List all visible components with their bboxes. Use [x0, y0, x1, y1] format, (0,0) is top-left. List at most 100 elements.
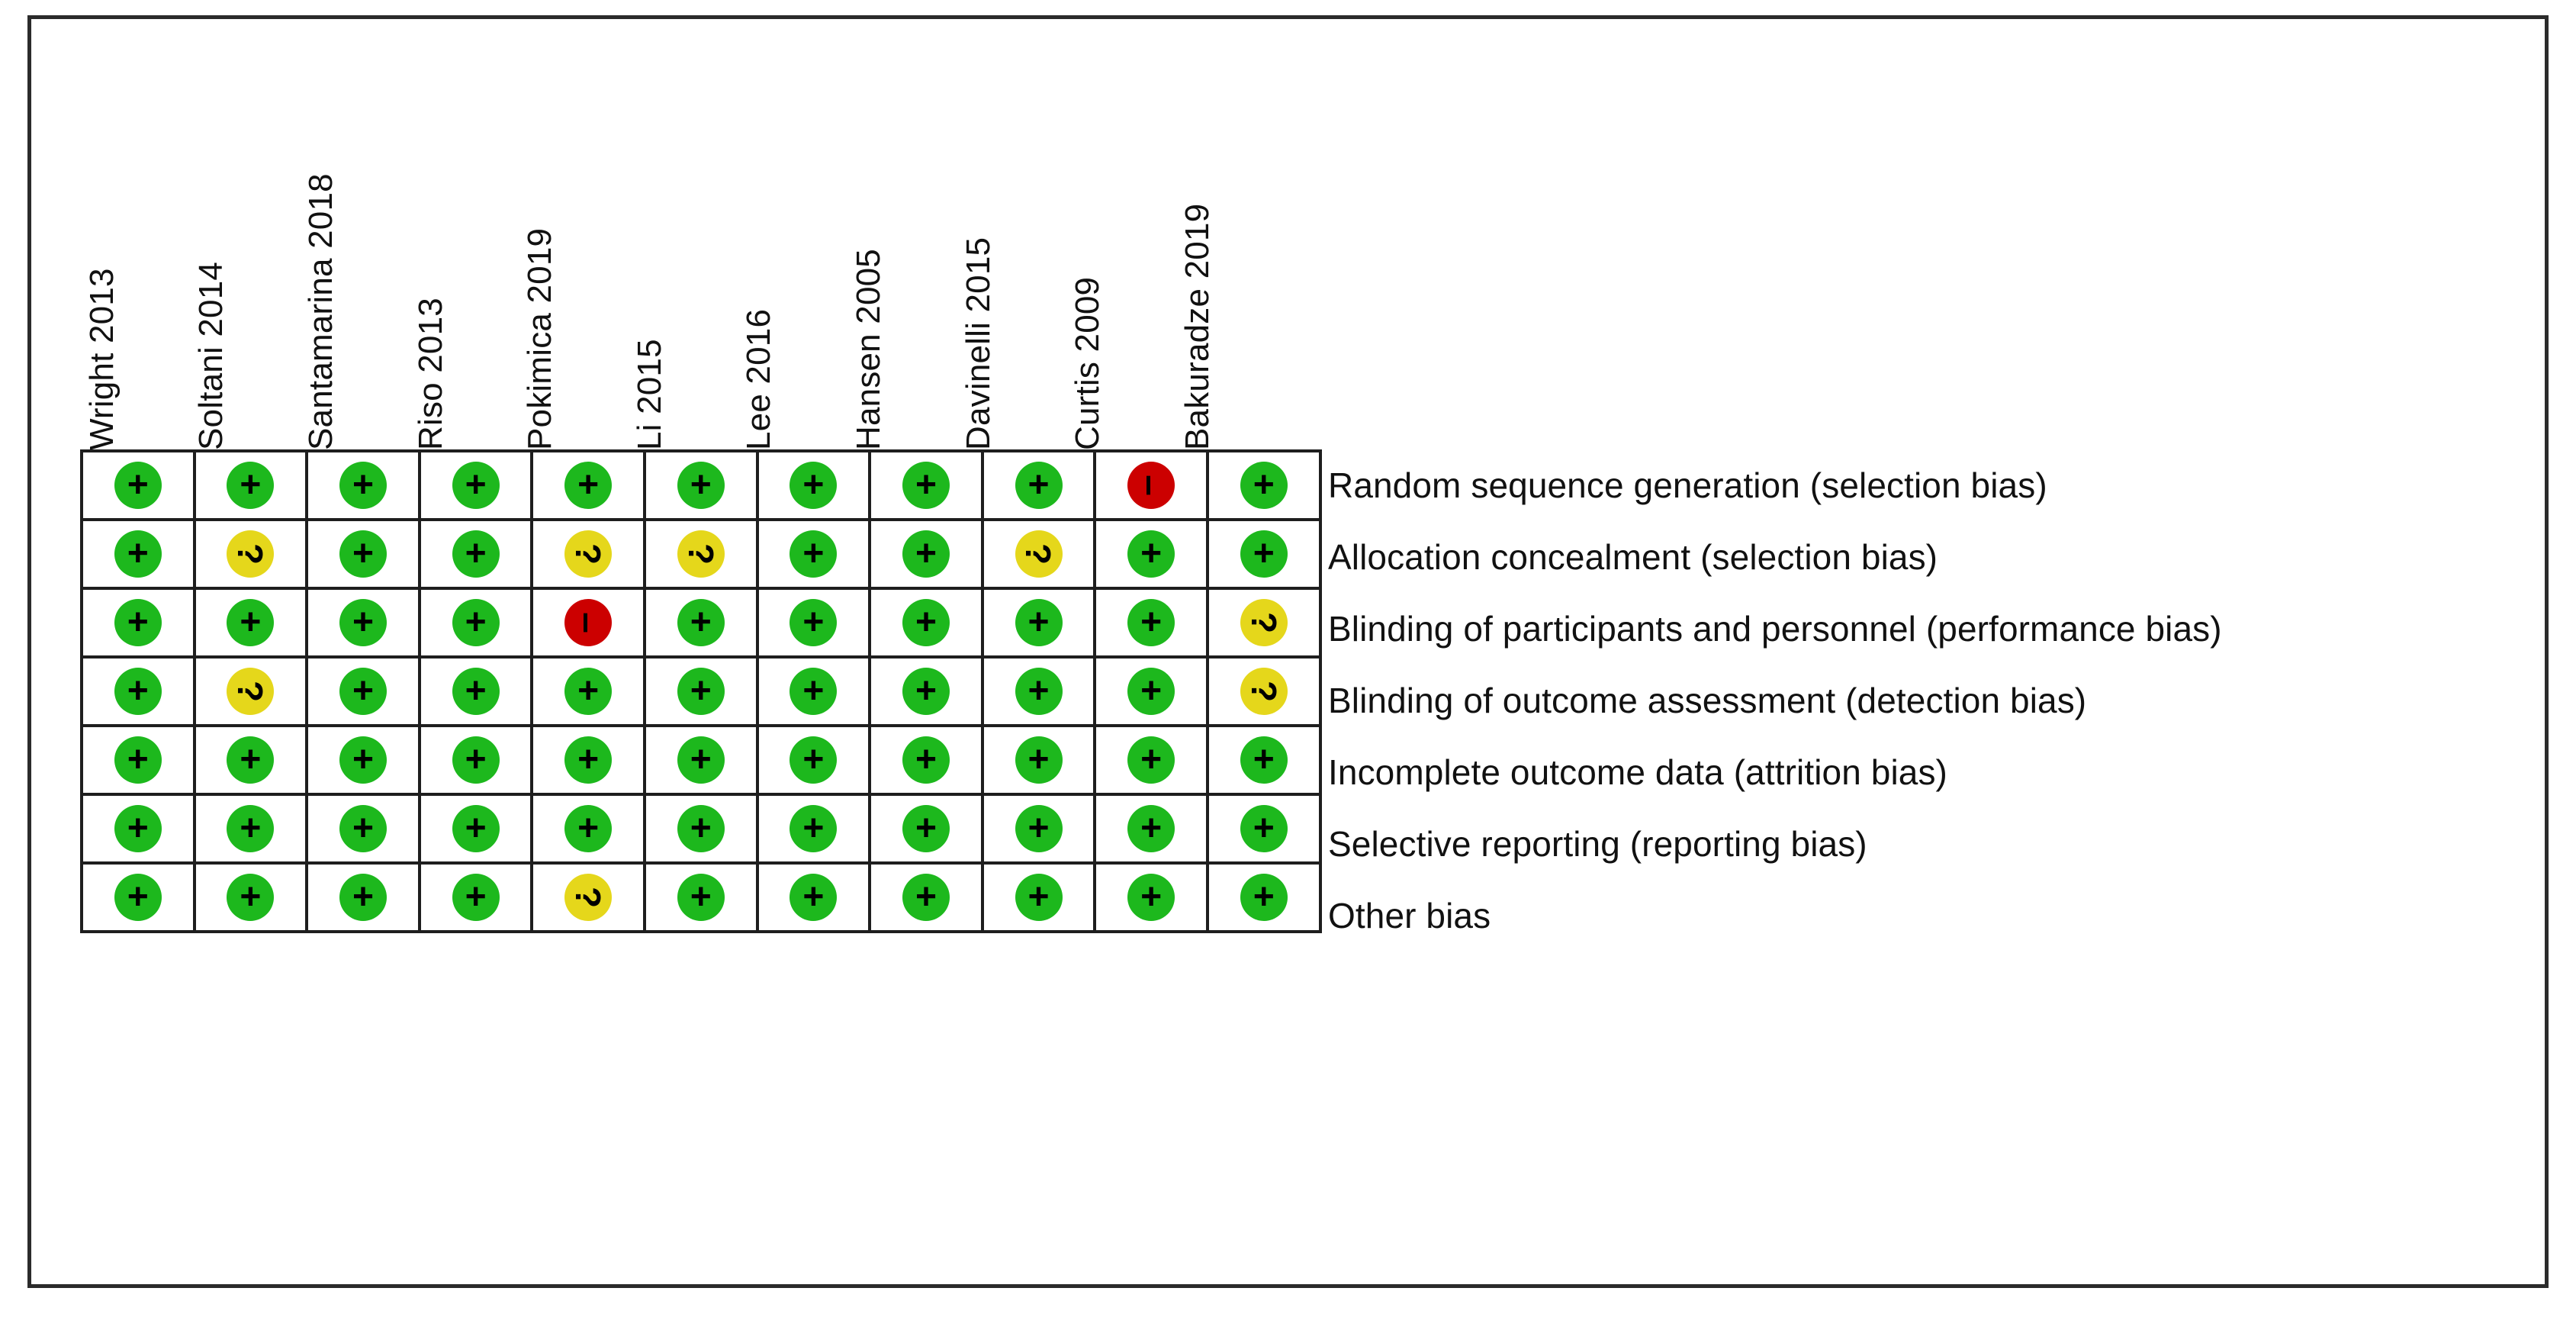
judgement-cell[interactable]: +: [192, 861, 309, 933]
judgement-cell[interactable]: +: [80, 793, 196, 865]
judgement-cell[interactable]: +: [417, 793, 534, 865]
judgement-low-icon: +: [902, 668, 950, 715]
judgement-cell[interactable]: +: [642, 587, 759, 658]
judgement-cell[interactable]: +: [755, 518, 872, 590]
judgement-cell[interactable]: ?: [530, 861, 646, 933]
judgement-cell[interactable]: +: [868, 861, 984, 933]
judgement-cell[interactable]: +: [868, 587, 984, 658]
judgement-glyph: +: [802, 533, 825, 574]
judgement-cell[interactable]: +: [1205, 724, 1322, 796]
judgement-cell[interactable]: +: [80, 655, 196, 727]
judgement-cell[interactable]: +: [868, 655, 984, 727]
judgement-low-icon: +: [677, 736, 725, 784]
judgement-unclear-icon: ?: [1015, 530, 1063, 578]
judgement-cell[interactable]: +: [305, 449, 421, 521]
judgement-cell[interactable]: ?: [192, 518, 309, 590]
judgement-cell[interactable]: +: [642, 449, 759, 521]
judgement-cell[interactable]: –: [1093, 449, 1209, 521]
judgement-low-icon: +: [1127, 668, 1175, 715]
judgement-cell[interactable]: +: [530, 724, 646, 796]
judgement-cell[interactable]: +: [1093, 655, 1209, 727]
judgement-cell[interactable]: +: [530, 793, 646, 865]
judgement-cell[interactable]: +: [755, 861, 872, 933]
judgement-cell[interactable]: +: [417, 724, 534, 796]
judgement-cell[interactable]: +: [192, 724, 309, 796]
judgement-cell[interactable]: +: [755, 793, 872, 865]
study-header-cell: Hansen 2005: [847, 27, 957, 450]
judgement-cell[interactable]: +: [530, 655, 646, 727]
judgement-cell[interactable]: +: [305, 793, 421, 865]
judgement-low-icon: +: [1015, 874, 1063, 921]
judgement-cell[interactable]: +: [980, 861, 1097, 933]
judgement-cell[interactable]: +: [755, 655, 872, 727]
judgement-unclear-icon: ?: [677, 530, 725, 578]
judgement-cell[interactable]: +: [642, 861, 759, 933]
judgement-cell[interactable]: +: [1205, 861, 1322, 933]
judgement-cell[interactable]: +: [417, 655, 534, 727]
judgement-cell[interactable]: +: [192, 587, 309, 658]
judgement-cell[interactable]: +: [417, 518, 534, 590]
judgement-cell[interactable]: +: [80, 724, 196, 796]
judgement-cell[interactable]: +: [642, 655, 759, 727]
judgement-cell[interactable]: +: [755, 449, 872, 521]
judgement-cell[interactable]: +: [80, 518, 196, 590]
judgement-cell[interactable]: ?: [530, 518, 646, 590]
judgement-cell[interactable]: +: [980, 724, 1097, 796]
judgement-cell[interactable]: +: [192, 793, 309, 865]
judgement-cell[interactable]: +: [305, 518, 421, 590]
judgement-cell[interactable]: +: [417, 449, 534, 521]
judgement-low-icon: +: [902, 599, 950, 646]
judgement-glyph: +: [690, 465, 712, 505]
judgement-cell[interactable]: ?: [1205, 655, 1322, 727]
judgement-cell[interactable]: +: [980, 449, 1097, 521]
judgement-glyph: +: [127, 808, 149, 848]
judgement-cell[interactable]: +: [305, 724, 421, 796]
judgement-cell[interactable]: +: [868, 793, 984, 865]
judgement-cell[interactable]: +: [1093, 587, 1209, 658]
judgement-cell[interactable]: +: [1205, 449, 1322, 521]
judgement-cell[interactable]: +: [192, 449, 309, 521]
judgement-cell[interactable]: +: [80, 587, 196, 658]
judgement-cell[interactable]: +: [755, 587, 872, 658]
judgement-cell[interactable]: ?: [1205, 587, 1322, 658]
judgement-cell[interactable]: ?: [642, 518, 759, 590]
judgement-cell[interactable]: ?: [980, 518, 1097, 590]
judgement-cell[interactable]: +: [868, 449, 984, 521]
judgement-glyph: +: [240, 877, 262, 917]
judgement-cell[interactable]: +: [80, 449, 196, 521]
judgement-cell[interactable]: +: [642, 793, 759, 865]
judgement-cell[interactable]: ?: [192, 655, 309, 727]
judgement-cell[interactable]: +: [1093, 793, 1209, 865]
judgement-cell[interactable]: +: [417, 861, 534, 933]
judgement-cell[interactable]: +: [980, 587, 1097, 658]
judgement-cell[interactable]: +: [868, 518, 984, 590]
judgement-cell[interactable]: +: [642, 724, 759, 796]
judgement-cell[interactable]: –: [530, 587, 646, 658]
judgement-cell[interactable]: +: [980, 655, 1097, 727]
judgement-low-icon: +: [1015, 462, 1063, 509]
judgement-low-icon: +: [1127, 530, 1175, 578]
judgement-cell[interactable]: +: [1093, 861, 1209, 933]
judgement-cell[interactable]: +: [1205, 518, 1322, 590]
judgement-cell[interactable]: +: [1093, 518, 1209, 590]
judgement-glyph: +: [802, 602, 825, 642]
judgement-glyph: +: [465, 739, 487, 780]
judgement-cell[interactable]: +: [305, 587, 421, 658]
judgement-cell[interactable]: +: [868, 724, 984, 796]
judgement-low-icon: +: [790, 462, 838, 509]
judgement-cell[interactable]: +: [305, 861, 421, 933]
judgement-glyph: +: [577, 808, 600, 848]
risk-of-bias-grid-body: +++++++++–++?++??++?++++++–+++++?+?+++++…: [80, 449, 1322, 933]
judgement-cell[interactable]: +: [1093, 724, 1209, 796]
judgement-glyph: +: [915, 465, 937, 505]
judgement-cell[interactable]: +: [80, 861, 196, 933]
judgement-cell[interactable]: +: [755, 724, 872, 796]
judgement-cell[interactable]: +: [1205, 793, 1322, 865]
judgement-cell[interactable]: +: [417, 587, 534, 658]
judgement-low-icon: +: [902, 874, 950, 921]
judgement-cell[interactable]: +: [305, 655, 421, 727]
judgement-cell[interactable]: +: [530, 449, 646, 521]
judgement-glyph: +: [1028, 602, 1050, 642]
judgement-glyph: +: [1140, 602, 1163, 642]
judgement-cell[interactable]: +: [980, 793, 1097, 865]
